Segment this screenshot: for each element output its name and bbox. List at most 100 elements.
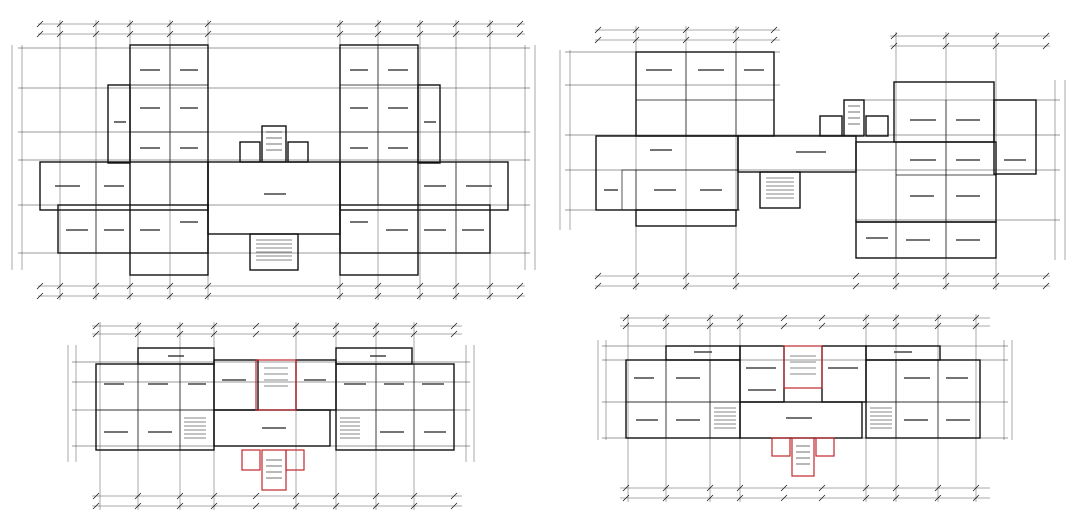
dimension-tick (292, 502, 300, 510)
floor-plan-top-left (11, 20, 536, 300)
dimension-tick (374, 292, 382, 300)
dimension-tick (56, 282, 64, 290)
dimension-tick (292, 322, 300, 330)
dimension-tick (818, 494, 826, 502)
vertical-axis-lines (627, 314, 977, 502)
vertical-axis-lines (99, 322, 415, 510)
dimension-tick (410, 502, 418, 510)
dimension-tick (682, 282, 690, 290)
dimension-tick (682, 272, 690, 280)
dimension-tick (770, 26, 778, 34)
dimension-tick (992, 282, 1000, 290)
dimension-tick (972, 484, 980, 492)
dimension-tick (374, 282, 382, 290)
dimension-tick (992, 42, 1000, 50)
dimension-tick (622, 314, 630, 322)
dimension-tick (892, 322, 900, 330)
dimension-tick (416, 292, 424, 300)
dimension-tick (176, 502, 184, 510)
dimension-tick (934, 484, 942, 492)
dimension-tick (450, 322, 458, 330)
dimension-tick (452, 20, 460, 28)
dimension-tick (410, 322, 418, 330)
dimension-tick (332, 502, 340, 510)
dimension-tick (92, 20, 100, 28)
dimension-tick (36, 292, 44, 300)
dimension-tick (452, 292, 460, 300)
dimension-tick (942, 32, 950, 40)
dimension-tick (372, 502, 380, 510)
floor-plan-top-right (559, 26, 1066, 290)
dimension-tick (204, 282, 212, 290)
dimension-tick (780, 494, 788, 502)
dimension-tick (818, 484, 826, 492)
dimension-tick (732, 26, 740, 34)
dimension-tick (450, 330, 458, 338)
dimension-tick (486, 30, 494, 38)
dimension-tick (632, 272, 640, 280)
dimension-tick (942, 272, 950, 280)
dimension-tick (126, 282, 134, 290)
dimension-tick (210, 322, 218, 330)
dimension-tick (662, 322, 670, 330)
dimension-tick (818, 322, 826, 330)
dimension-tick (972, 314, 980, 322)
dimension-tick (1042, 32, 1050, 40)
dimension-tick (92, 292, 100, 300)
dimension-tick (662, 494, 670, 502)
dimension-tick (336, 282, 344, 290)
dimension-tick (336, 20, 344, 28)
dimension-tick (134, 322, 142, 330)
dimension-tick (56, 20, 64, 28)
dimension-tick (452, 30, 460, 38)
dimension-tick (450, 492, 458, 500)
dimension-tick (36, 30, 44, 38)
floor-plan-bottom-left (67, 322, 475, 510)
dimension-tick (852, 272, 860, 280)
grid-lines (11, 23, 536, 297)
dimension-tick (632, 282, 640, 290)
dimension-tick (332, 330, 340, 338)
dimension-tick (210, 492, 218, 500)
dimension-tick (332, 492, 340, 500)
dimension-tick (452, 282, 460, 290)
dimension-tick (862, 314, 870, 322)
dimension-tick (166, 30, 174, 38)
dimension-tick (632, 36, 640, 44)
dimension-tick (770, 36, 778, 44)
dimension-tick (706, 494, 714, 502)
dimension-tick (862, 322, 870, 330)
dimension-tick (780, 484, 788, 492)
dimension-tick (736, 322, 744, 330)
dimension-tick (486, 282, 494, 290)
dimension-tick (1042, 272, 1050, 280)
dimension-tick (176, 330, 184, 338)
dimension-tick (594, 272, 602, 280)
dimension-tick (706, 314, 714, 322)
dimension-tick (166, 20, 174, 28)
dimension-tick (372, 492, 380, 500)
dimension-tick (134, 492, 142, 500)
dimension-tick (126, 292, 134, 300)
dimension-tick (972, 322, 980, 330)
room-labels (55, 69, 492, 231)
dimension-tick (486, 20, 494, 28)
grid-lines (67, 325, 475, 507)
dimension-tick (852, 282, 860, 290)
axis-lines (72, 361, 470, 447)
dimension-tick (942, 282, 950, 290)
stair-treads (714, 355, 892, 465)
dimension-tick (622, 322, 630, 330)
dimension-tick (934, 314, 942, 322)
dimension-tick (166, 282, 174, 290)
dimension-tick (706, 322, 714, 330)
dimension-tick (126, 30, 134, 38)
dimension-tick (176, 492, 184, 500)
dimension-tick (410, 492, 418, 500)
dimension-tick (736, 314, 744, 322)
room-labels (604, 69, 1026, 241)
dimension-tick (516, 20, 524, 28)
dimension-tick (780, 314, 788, 322)
dimension-tick (1042, 282, 1050, 290)
